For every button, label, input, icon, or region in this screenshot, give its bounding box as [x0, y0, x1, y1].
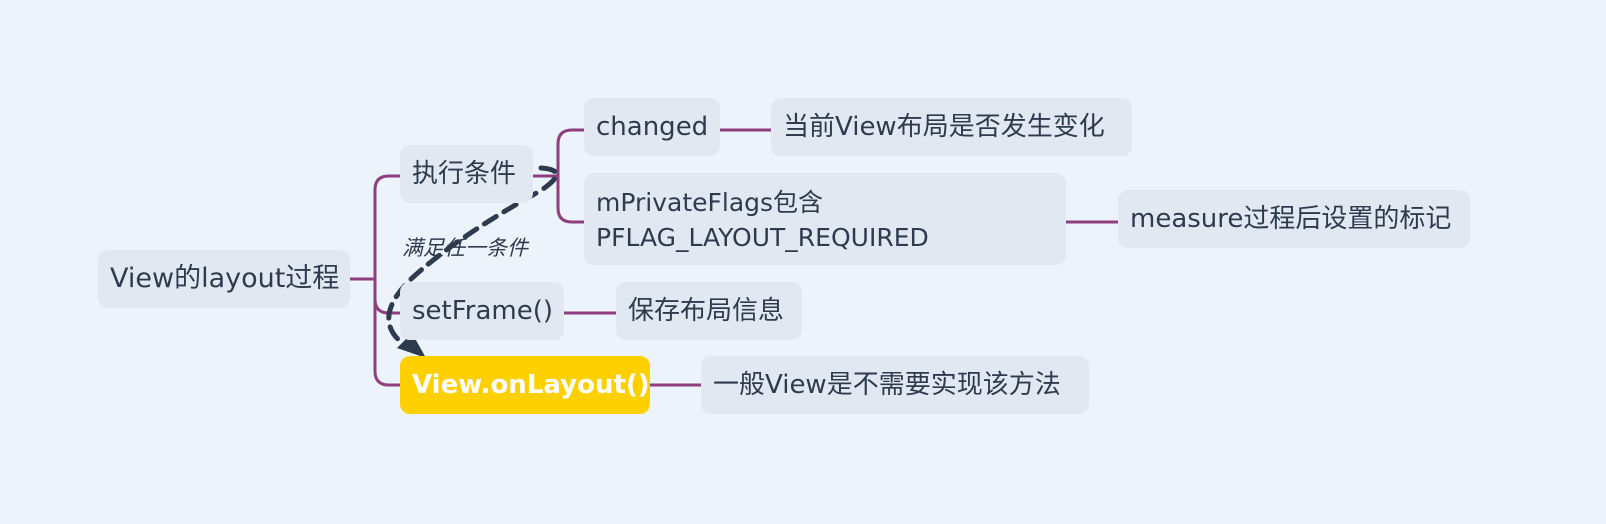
conditions-node-label: 执行条件: [412, 159, 517, 189]
changed-node-label: changed: [596, 112, 709, 142]
changed-node[interactable]: changed: [584, 98, 720, 156]
conditions-node[interactable]: 执行条件: [400, 145, 533, 203]
changed-note-node[interactable]: 当前View布局是否发生变化: [771, 98, 1132, 156]
changed-note-label: 当前View布局是否发生变化: [783, 112, 1105, 142]
onlayout-node[interactable]: View.onLayout(): [400, 356, 650, 414]
setframe-node-label: setFrame(): [412, 296, 554, 326]
onlayout-note-label: 一般View是不需要实现该方法: [713, 370, 1061, 400]
setframe-note-node[interactable]: 保存布局信息: [616, 282, 802, 340]
setframe-note-label: 保存布局信息: [628, 296, 785, 326]
flags-node[interactable]: mPrivateFlags包含 PFLAG_LAYOUT_REQUIRED: [584, 173, 1066, 265]
setframe-node[interactable]: setFrame(): [400, 282, 564, 340]
onlayout-note-node[interactable]: 一般View是不需要实现该方法: [701, 356, 1089, 414]
onlayout-node-label: View.onLayout(): [412, 370, 650, 400]
flags-node-label: mPrivateFlags包含 PFLAG_LAYOUT_REQUIRED: [596, 188, 929, 252]
flags-note-label: measure过程后设置的标记: [1130, 204, 1452, 234]
root-node[interactable]: View的layout过程: [98, 250, 350, 308]
root-node-label: View的layout过程: [110, 263, 340, 294]
relationship-label: 满足任一条件: [402, 236, 528, 260]
flags-note-node[interactable]: measure过程后设置的标记: [1118, 190, 1470, 248]
